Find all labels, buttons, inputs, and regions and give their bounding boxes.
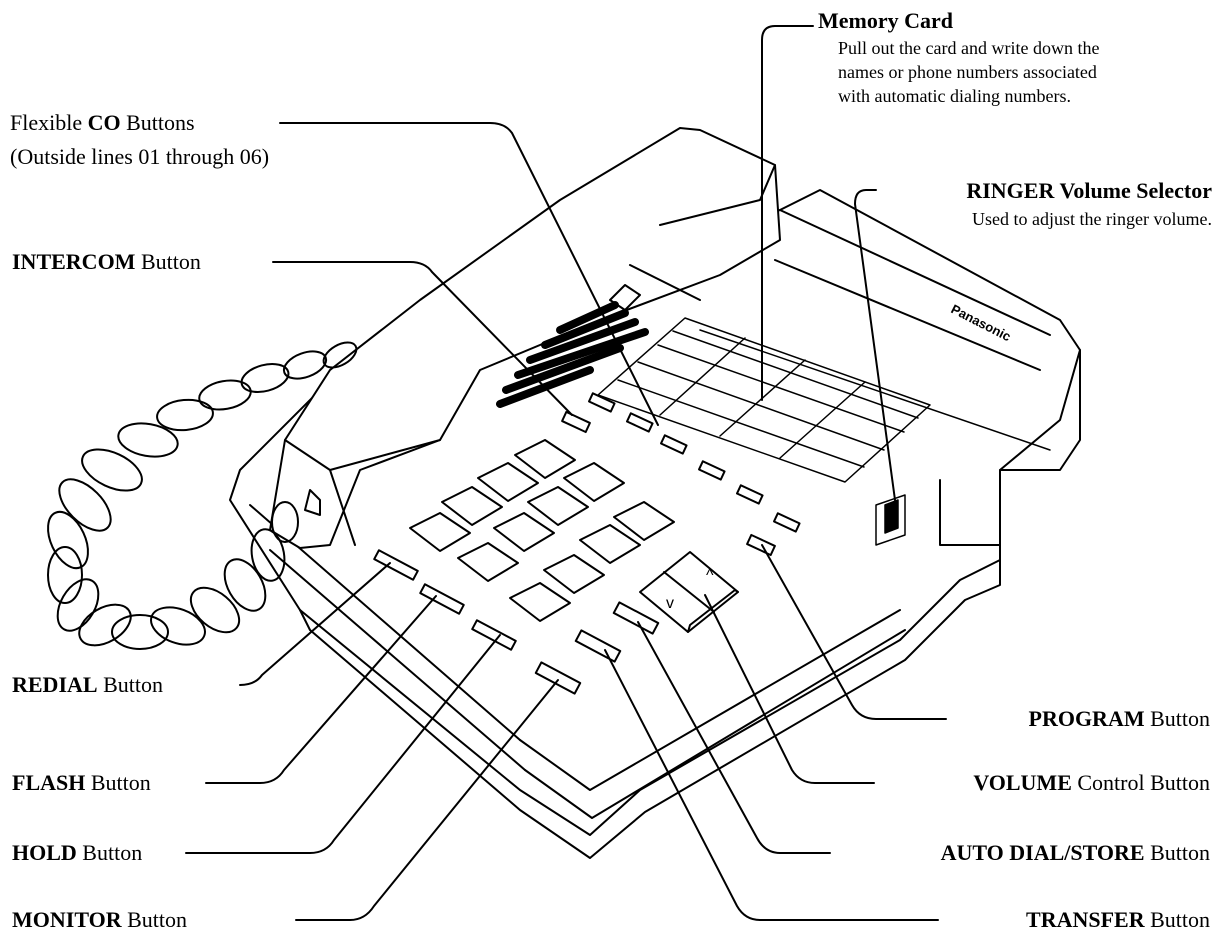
transfer-label: TRANSFER Button <box>1026 907 1210 932</box>
flash-label: FLASH Button <box>12 770 151 795</box>
co-buttons-label: Flexible CO Buttons <box>10 110 195 135</box>
leader-lines <box>185 25 947 921</box>
volume-down-arrow: v <box>666 595 674 612</box>
co-buttons <box>588 392 801 533</box>
redial-button <box>373 549 419 581</box>
ringer-title: RINGER Volume Selector <box>966 178 1212 203</box>
hold-button <box>471 619 517 651</box>
auto-dial-label: AUTO DIAL/STORE Button <box>940 840 1210 865</box>
memory-card-grid <box>597 317 1051 483</box>
co-buttons-sublabel: (Outside lines 01 through 06) <box>10 144 270 169</box>
coiled-cord <box>47 341 358 650</box>
intercom-label: INTERCOM Button <box>12 249 201 274</box>
memory-card-desc-line1: Pull out the card and write down the <box>838 38 1100 58</box>
monitor-label: MONITOR Button <box>12 907 188 932</box>
memory-card-title: Memory Card <box>818 8 954 33</box>
volume-up-arrow: ^ <box>706 567 714 584</box>
ringer-desc: Used to adjust the ringer volume. <box>972 209 1212 229</box>
volume-control <box>639 551 739 633</box>
phone-base-lower-edge <box>299 559 1001 859</box>
hold-label: HOLD Button <box>12 840 143 865</box>
transfer-button <box>574 629 622 663</box>
memory-card-desc-line3: with automatic dialing numbers. <box>838 86 1071 106</box>
dial-pad <box>409 439 675 622</box>
volume-label: VOLUME Control Button <box>973 770 1210 795</box>
handset <box>269 127 781 549</box>
memory-card-desc-line2: names or phone numbers associated <box>838 62 1097 82</box>
ringer-selector <box>875 494 906 546</box>
intercom-button <box>561 410 591 434</box>
auto-dial-button <box>612 601 660 635</box>
program-label: PROGRAM Button <box>1028 706 1211 731</box>
redial-label: REDIAL Button <box>12 672 163 697</box>
flash-button <box>419 583 465 615</box>
